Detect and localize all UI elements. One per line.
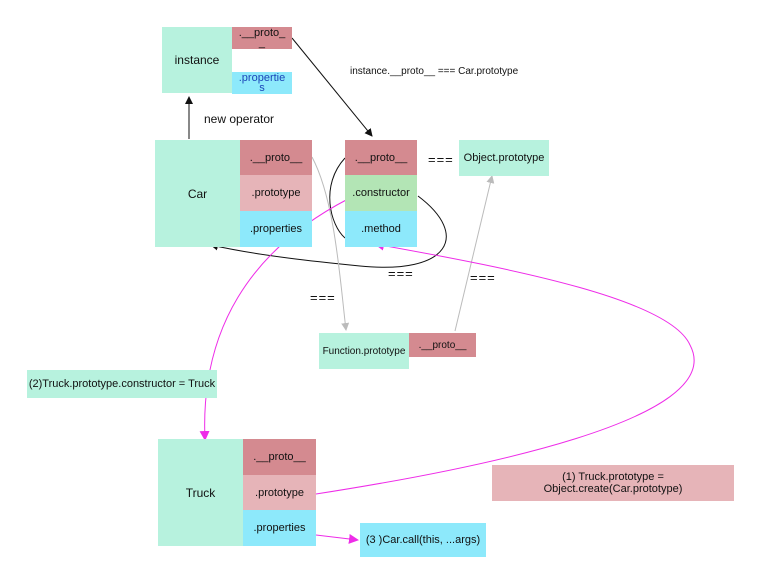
car-prototype-method-label: .method xyxy=(361,223,401,235)
car-prototype-proto-label: .__proto__ xyxy=(354,151,408,164)
car-properties-field: .properties xyxy=(240,211,312,247)
truck-prototype-label: .prototype xyxy=(255,486,304,499)
step3-note: (3 )Car.call(this, ...args) xyxy=(360,523,486,557)
step3-label: (3 )Car.call(this, ...args) xyxy=(365,534,481,546)
equals-constructor-label: === xyxy=(388,266,414,281)
instance-title: instance xyxy=(174,53,220,67)
truck-title: Truck xyxy=(185,485,216,500)
truck-prototype-field: .prototype xyxy=(243,475,316,510)
equals-function-label: === xyxy=(310,290,336,305)
constructor-to-truck-arrow xyxy=(199,198,349,441)
car-proto-label: .__proto__ xyxy=(249,151,303,164)
instance-properties-label: .propertie s xyxy=(238,72,286,94)
equals-function-object-label: === xyxy=(470,270,496,285)
truck-properties-field: .properties xyxy=(243,510,316,546)
object-prototype-box: Object.prototype xyxy=(459,140,549,176)
truck-box: Truck xyxy=(158,439,243,546)
object-prototype-label: Object.prototype xyxy=(463,152,545,164)
instance-proto-field: .__proto_ _ xyxy=(232,27,292,49)
instance-proto-arrow xyxy=(291,37,373,137)
function-prototype-label: Function.prototype xyxy=(322,345,406,357)
truck-proto-field: .__proto__ xyxy=(243,439,316,475)
function-prototype-proto-field: .__proto__ xyxy=(409,333,476,357)
truck-properties-to-call-arrow xyxy=(315,533,359,544)
car-prototype-field: .prototype xyxy=(240,175,312,211)
function-prototype-box: Function.prototype xyxy=(319,333,409,369)
car-properties-label: .properties xyxy=(250,223,302,235)
equals-object-label: === xyxy=(428,152,454,167)
function-prototype-proto-label: .__proto__ xyxy=(418,339,467,351)
car-prototype-constructor-field: .constructor xyxy=(345,175,417,211)
function-proto-to-object-arrow xyxy=(454,175,495,332)
truck-proto-label: .__proto__ xyxy=(253,451,306,463)
car-box: Car xyxy=(155,140,240,247)
car-prototype-proto-field: .__proto__ xyxy=(345,140,417,175)
step1-label: (1) Truck.prototype = Object.create(Car.… xyxy=(543,471,683,495)
instance-equality-label: instance.__proto__ === Car.prototype xyxy=(350,66,519,77)
constructor-curve-arrow xyxy=(329,157,346,239)
car-prototype-constructor-label: .constructor xyxy=(352,187,410,199)
truck-properties-label: .properties xyxy=(253,522,306,534)
car-prototype-method-field: .method xyxy=(345,211,417,247)
car-proto-field: .__proto__ xyxy=(240,140,312,175)
truck-prototype-to-car-prototype-arrow xyxy=(315,240,695,495)
instance-proto-label: .__proto_ _ xyxy=(238,27,286,49)
new-operator-label: new operator xyxy=(204,112,275,126)
constructor-to-car-arrow xyxy=(210,195,447,268)
step1-note: (1) Truck.prototype = Object.create(Car.… xyxy=(492,465,734,501)
step2-label: (2)Truck.prototype.constructor = Truck xyxy=(28,378,216,390)
instance-properties-field: .propertie s xyxy=(232,72,292,94)
car-proto-to-function-arrow xyxy=(311,156,350,331)
car-prototype-label: .prototype xyxy=(251,187,301,199)
car-title: Car xyxy=(187,186,208,201)
instance-box: instance xyxy=(162,27,232,93)
step2-note: (2)Truck.prototype.constructor = Truck xyxy=(27,370,217,398)
